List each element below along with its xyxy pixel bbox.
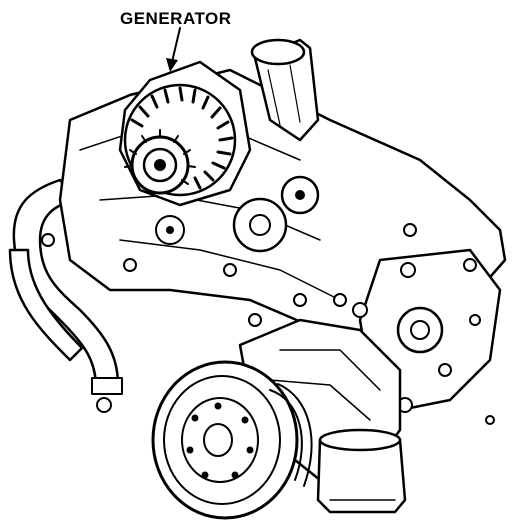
pulley-bolt-holes xyxy=(186,402,254,479)
generator-vent-fins xyxy=(130,86,234,190)
fasteners xyxy=(41,223,495,425)
oil-filler-neck xyxy=(250,38,320,142)
generator-callout-label: GENERATOR xyxy=(120,9,232,28)
coolant-hose xyxy=(8,178,123,413)
oil-filter xyxy=(316,428,407,514)
generator-leader-arrow xyxy=(166,27,181,72)
generator xyxy=(118,60,252,207)
crankshaft-pulley xyxy=(151,360,313,520)
generator-pulley-teeth xyxy=(124,129,196,185)
idler-pulleys xyxy=(155,175,320,253)
